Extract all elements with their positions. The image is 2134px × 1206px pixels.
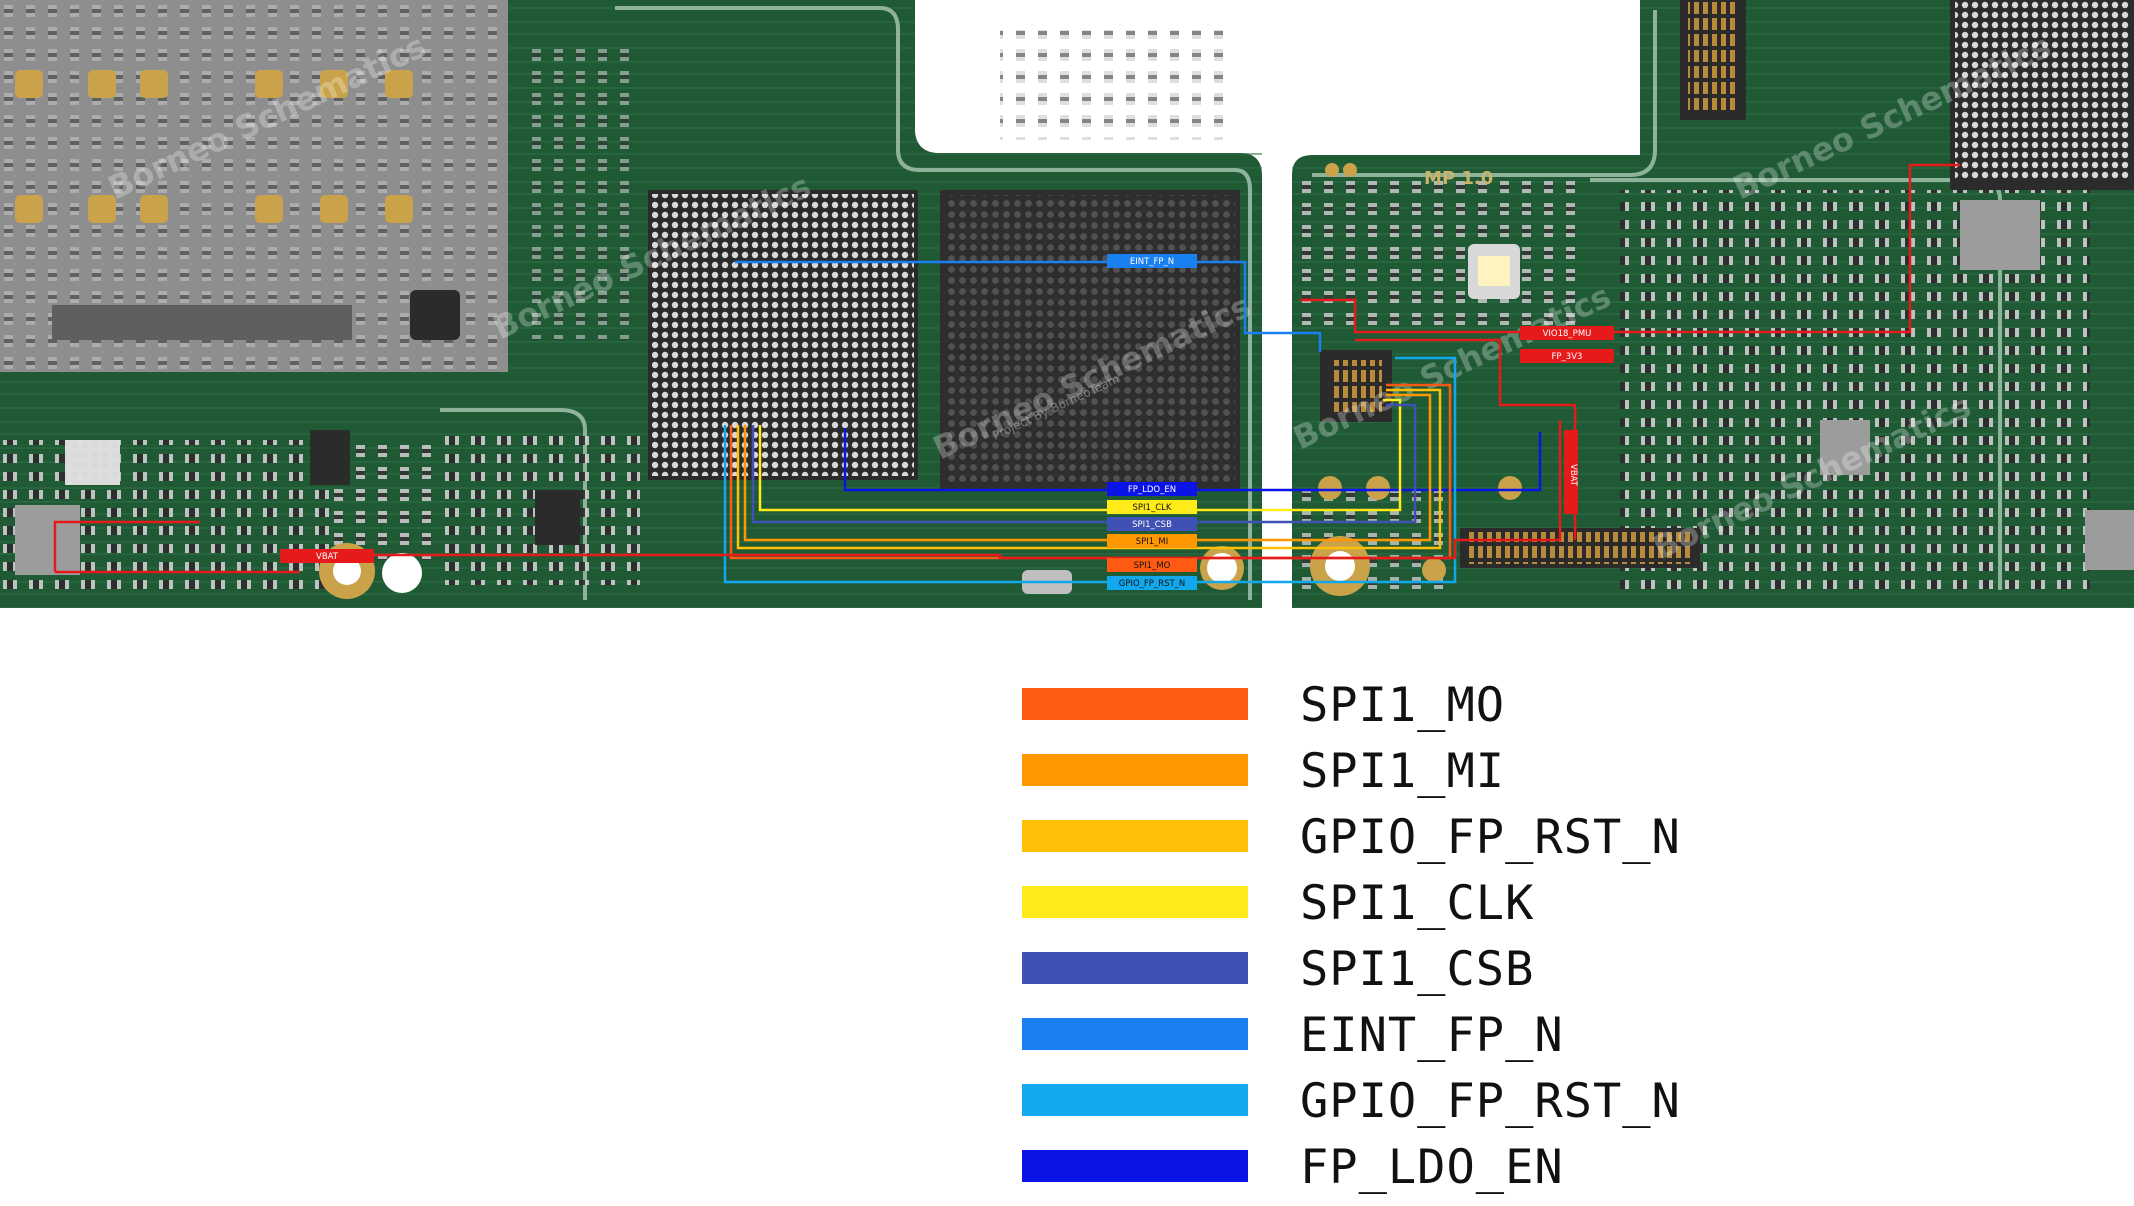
legend-swatch	[1022, 952, 1248, 984]
legend-swatch	[1022, 1084, 1248, 1116]
legend-label: EINT_FP_N	[1300, 1008, 1564, 1063]
legend-label: SPI1_CLK	[1300, 876, 1535, 931]
board-marking: MP 1.0	[1424, 168, 1493, 189]
net-label-fp-ldo-en: FP_LDO_EN	[1128, 485, 1176, 495]
legend-label: GPIO_FP_RST_N	[1300, 810, 1681, 865]
net-label-vbat-left: VBAT	[316, 552, 339, 562]
net-label-spi1-csb: SPI1_CSB	[1132, 520, 1172, 530]
legend-item: SPI1_CSB	[1020, 942, 1720, 1008]
trace-vio18-pmu	[1300, 163, 1960, 334]
legend-item: SPI1_MO	[1020, 678, 1720, 744]
legend-label: GPIO_FP_RST_N	[1300, 1074, 1681, 1129]
right-board: MP 1.0	[1292, 0, 2134, 608]
net-label-fp-3v3: FP_3V3	[1552, 352, 1583, 362]
legend-swatch	[1022, 820, 1248, 852]
legend-swatch	[1022, 1018, 1248, 1050]
legend-item: EINT_FP_N	[1020, 1008, 1720, 1074]
legend-label: FP_LDO_EN	[1300, 1140, 1564, 1195]
left-board	[0, 0, 1262, 608]
net-label-vbat-right: VBAT	[1568, 464, 1578, 487]
net-label-gpio-fp-rst-n: GPIO_FP_RST_N	[1119, 579, 1186, 589]
trace-gpio-fp-rst-n-a	[736, 388, 1442, 550]
net-label-spi1-mo: SPI1_MO	[1134, 561, 1171, 571]
color-legend: SPI1_MO SPI1_MI GPIO_FP_RST_N SPI1_CLK S…	[1020, 678, 1720, 1198]
trace-spi1-csb	[751, 403, 1417, 524]
legend-item: FP_LDO_EN	[1020, 1140, 1720, 1206]
trace-vbat	[53, 420, 1562, 574]
legend-item: SPI1_MI	[1020, 744, 1720, 810]
legend-item: GPIO_FP_RST_N	[1020, 1074, 1720, 1140]
pcb-board-photo: MP 1.0 Borneo Schematics Borneo Schemati…	[0, 0, 2134, 608]
cpu-bga-chip	[648, 190, 918, 480]
memory-chip	[940, 190, 1240, 490]
legend-item: GPIO_FP_RST_N	[1020, 810, 1720, 876]
net-label-spi1-mi: SPI1_MI	[1136, 537, 1169, 547]
net-label-tags: EINT_FP_N FP_LDO_EN SPI1_CLK SPI1_CSB SP…	[280, 254, 1614, 590]
fp-connector	[1320, 350, 1392, 422]
legend-swatch	[1022, 688, 1248, 720]
signal-traces	[53, 163, 1960, 584]
net-label-vio18-pmu: VIO18_PMU	[1543, 329, 1592, 339]
trace-eint-fp-n	[735, 260, 1322, 352]
legend-swatch	[1022, 1150, 1248, 1182]
legend-label: SPI1_MO	[1300, 678, 1506, 733]
legend-item: SPI1_CLK	[1020, 876, 1720, 942]
trace-spi1-clk	[758, 398, 1402, 512]
legend-label: SPI1_MI	[1300, 744, 1506, 799]
sim-card-tray	[0, 0, 508, 372]
net-label-spi1-clk: SPI1_CLK	[1133, 503, 1172, 513]
trace-spi1-mi	[743, 393, 1432, 542]
net-label-eint-fp-n: EINT_FP_N	[1130, 257, 1174, 267]
trace-gpio-fp-rst-n-b	[723, 356, 1457, 584]
legend-swatch	[1022, 886, 1248, 918]
legend-swatch	[1022, 754, 1248, 786]
legend-label: SPI1_CSB	[1300, 942, 1535, 997]
